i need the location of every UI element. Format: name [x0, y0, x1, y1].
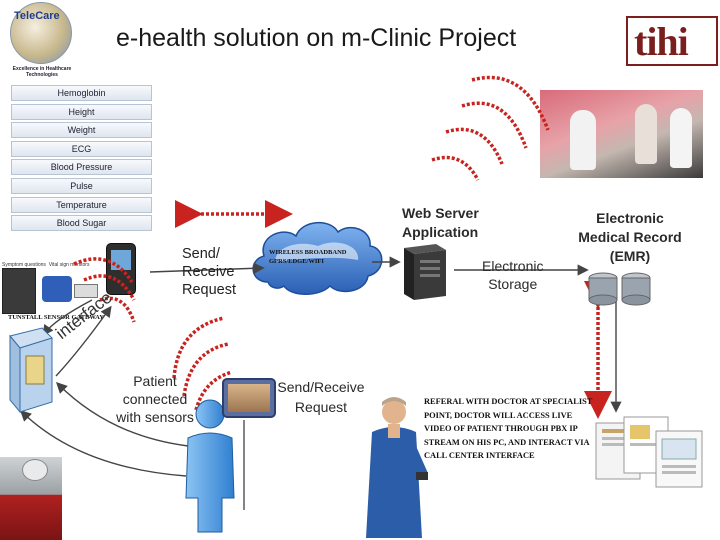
measurement-item: Height: [11, 103, 152, 120]
sensor-gateway-icon: [9, 327, 53, 414]
web-server-icon: [404, 244, 446, 300]
database-icon: [588, 272, 618, 306]
device-caption: Symptom questions Vital sign monitors: [2, 262, 90, 268]
patient-label: Patient connected with sensors: [116, 373, 194, 425]
page-title: e-health solution on m-Clinic Project: [116, 24, 517, 52]
measurement-item: Hemoglobin: [11, 85, 152, 101]
doctor-figure-icon: [366, 397, 428, 538]
satellite-dish-icon: [22, 459, 48, 481]
handheld-device-icon: [106, 243, 136, 295]
logo-globe-icon: [10, 2, 72, 64]
referral-description: REFERAL WITH DOCTOR AT SPECIALIST POINT,…: [424, 397, 593, 461]
tihi-logo-text: tihi: [634, 19, 689, 64]
video-tablet-icon: [222, 378, 276, 418]
send-receive-label-bottom: Send/Receive Request: [277, 379, 365, 415]
send-receive-label-top: Send/ Receive Request: [182, 246, 237, 298]
logo-tagline: Excellence in Healthcare Technologies: [12, 66, 72, 78]
measurement-item: Temperature: [11, 196, 152, 213]
cloud-network-label: WIRELESS BROADBAND GPRS/EDGE/WIFI: [269, 249, 347, 265]
measurement-item: Pulse: [11, 177, 152, 194]
measurement-item: Blood Pressure: [11, 159, 152, 176]
database-icon: [621, 272, 651, 306]
telecare-logo: TeleCare Excellence in Healthcare Techno…: [4, 2, 76, 82]
emr-label: Electronic Medical Record (EMR): [578, 210, 682, 264]
clinic-staff-photo: [540, 90, 703, 178]
bp-monitor-icon: [42, 276, 72, 302]
wireless-waves-icon: [431, 75, 550, 181]
storage-label: Electronic Storage: [482, 258, 544, 292]
web-server-label: Web Server Application: [402, 205, 479, 240]
tihi-logo: tihi: [626, 16, 718, 66]
measurement-list: Hemoglobin Height Weight ECG Blood Press…: [11, 85, 152, 234]
measurement-item: ECG: [11, 140, 152, 157]
mobile-clinic-van-photo: [0, 457, 62, 540]
measurement-item: Blood Sugar: [11, 215, 152, 232]
measurement-item: Weight: [11, 122, 152, 139]
logo-brand-text: TeleCare: [14, 10, 60, 22]
medical-records-documents-icon: [595, 416, 703, 488]
gateway-device-icon: [2, 268, 36, 314]
